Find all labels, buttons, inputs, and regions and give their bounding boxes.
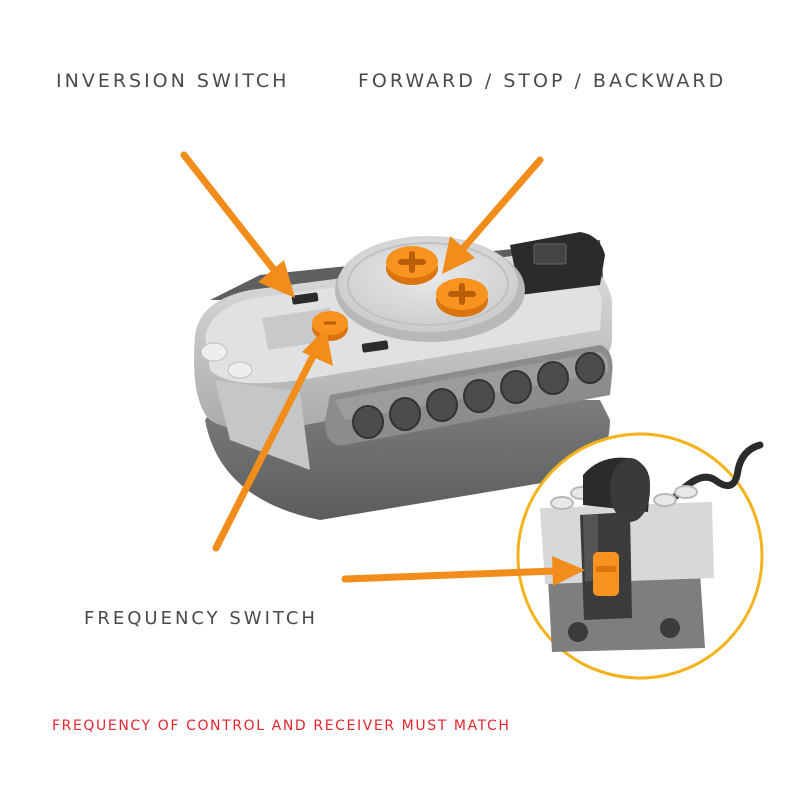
- frequency-switch-label: FREQUENCY SWITCH: [84, 608, 318, 629]
- direction-control-label: FORWARD / STOP / BACKWARD: [358, 70, 727, 92]
- direction-dial: [335, 236, 525, 342]
- ir-emitter-window: [510, 232, 605, 295]
- arrow-inversion-switch: [180, 151, 295, 298]
- inversion-switch-label: INVERSION SWITCH: [56, 70, 290, 92]
- callout-arrows: [180, 151, 585, 586]
- frequency-switch-knob: [312, 311, 348, 341]
- inversion-switch-slot: [291, 292, 319, 305]
- arrow-frequency-switch: [212, 328, 333, 552]
- frequency-match-note: FREQUENCY OF CONTROL AND RECEIVER MUST M…: [52, 718, 511, 734]
- arrow-receiver-switch: [341, 556, 585, 586]
- receiver-frequency-switch: [593, 552, 619, 596]
- receiver-inset: [516, 432, 764, 680]
- receiver-cable: [672, 441, 764, 500]
- arrow-direction-control: [442, 156, 544, 274]
- direction-knob-upper: [386, 246, 438, 285]
- inversion-switch-slot-lower: [361, 340, 389, 353]
- ir-sensor-dome: [583, 457, 650, 522]
- direction-knob-lower: [436, 278, 488, 317]
- beam-holes: [352, 352, 605, 439]
